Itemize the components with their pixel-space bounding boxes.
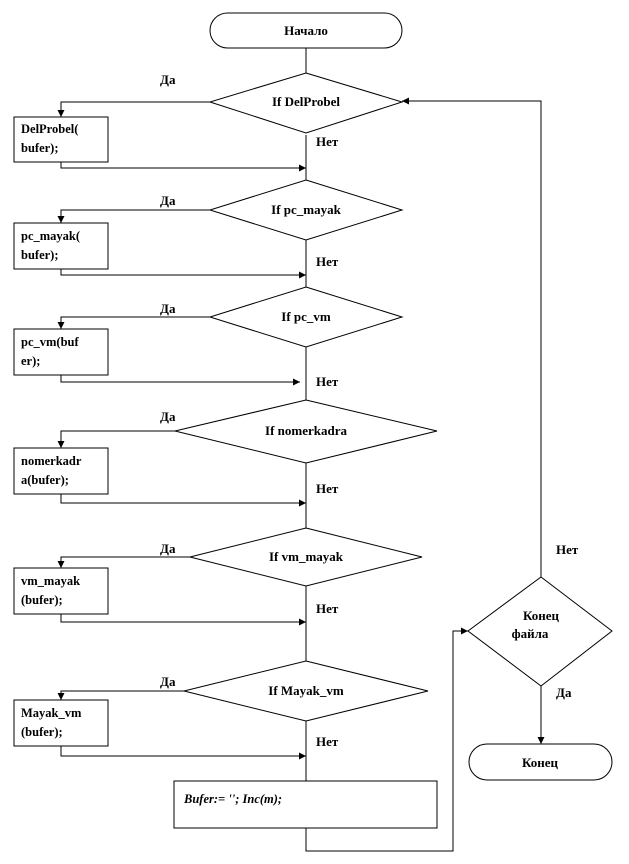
process-line: bufer);: [21, 248, 59, 262]
yes-label: Да: [160, 72, 176, 87]
start-label: Начало: [284, 23, 328, 38]
yes-branch: [57, 209, 210, 223]
process-line: (bufer);: [21, 725, 63, 739]
yes-branch: [57, 556, 190, 568]
process-line: Bufer:= ''; Inc(m);: [183, 792, 282, 806]
connector: [305, 627, 468, 852]
decision-label: файла: [512, 626, 549, 641]
yes-label: Да: [556, 685, 572, 700]
process-line: nomerkadr: [21, 454, 82, 468]
end-terminator: [468, 743, 613, 781]
decision-label: If pc_vm: [281, 309, 331, 324]
process-line: pc_vm(buf: [21, 335, 79, 349]
decision-label: If DelProbel: [272, 94, 340, 109]
decision-label: If vm_mayak: [269, 549, 344, 564]
no-label: Нет: [316, 134, 339, 149]
process-line: er);: [21, 354, 40, 368]
merge-line: [60, 375, 300, 386]
yes-branch: [57, 430, 175, 448]
process-line: Mayak_vm: [21, 706, 82, 720]
no-label: Нет: [316, 734, 339, 749]
decision-pc-mayak: [208, 179, 404, 241]
no-label: Нет: [556, 542, 579, 557]
merge-line: [60, 269, 306, 279]
decision-nomerkadra: [174, 399, 438, 464]
yes-label: Да: [160, 541, 176, 556]
yes-label: Да: [160, 674, 176, 689]
process-line: vm_mayak: [21, 574, 80, 588]
yes-label: Да: [160, 301, 176, 316]
no-label: Нет: [316, 374, 339, 389]
merge-line: [60, 746, 306, 760]
process-bufer-reset: [173, 780, 438, 829]
decision-mayak-vm: [183, 660, 429, 722]
decision-label: Конец: [523, 608, 560, 623]
merge-line: [60, 162, 306, 172]
merge-line: [60, 614, 306, 626]
yes-branch: [57, 101, 210, 117]
decision-pc-vm: [208, 286, 404, 348]
process-vm-mayak: [13, 567, 109, 615]
process-line: pc_mayak(: [21, 229, 80, 243]
process-line: a(bufer);: [21, 473, 69, 487]
yes-branch: [57, 316, 210, 329]
decision-vm-mayak: [189, 527, 423, 587]
no-label: Нет: [316, 254, 339, 269]
no-label: Нет: [316, 601, 339, 616]
decision-label: If Mayak_vm: [268, 683, 344, 698]
end-label: Конец: [522, 755, 559, 770]
process-line: DelProbel(: [21, 122, 78, 136]
process-delprobel: [13, 116, 109, 163]
merge-line: [60, 494, 306, 507]
process-line: bufer);: [21, 141, 59, 155]
yes-label: Да: [160, 409, 176, 424]
process-line: (bufer);: [21, 593, 63, 607]
yes-branch: [57, 690, 184, 700]
yes-label: Да: [160, 193, 176, 208]
process-pc-mayak: [13, 222, 109, 270]
no-label: Нет: [316, 481, 339, 496]
decision-label: If nomerkadra: [265, 423, 347, 438]
decision-delprobel: [208, 72, 404, 134]
loop-back-line: [402, 97, 542, 577]
decision-label: If pc_mayak: [271, 202, 341, 217]
